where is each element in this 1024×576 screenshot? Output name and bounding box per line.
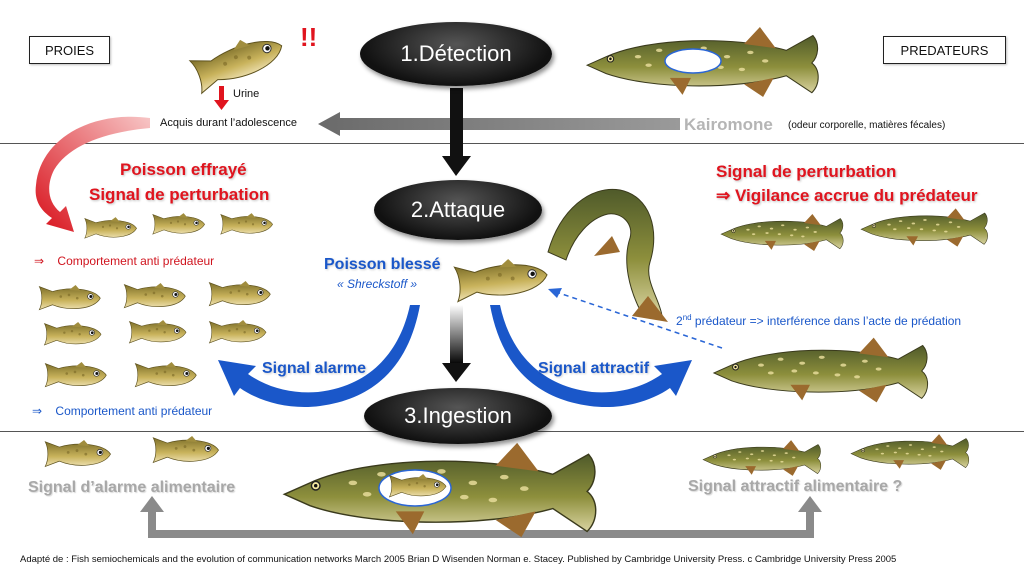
anti-predator-row-1: ⇒ Comportement anti prédateur [34, 254, 214, 268]
left-disturbance-label: Signal de perturbation [89, 185, 270, 204]
gray-up-arrow-icon [140, 496, 822, 538]
prey-label: PROIES [29, 36, 110, 64]
anti-predator-label-1: Comportement anti prédateur [57, 254, 215, 268]
second-predator-sup: nd [682, 313, 692, 322]
step-detection: 1.Détection [360, 22, 552, 86]
vigilance-row: ⇒ Vigilance accrue du prédateur [716, 186, 977, 206]
exclamation-mark: !! [300, 22, 318, 52]
blue-arrow-icon [218, 288, 723, 408]
step-ingestion: 3.Ingestion [364, 388, 552, 444]
red-arrow-icon [214, 86, 229, 110]
black-arrow-icon [442, 88, 471, 382]
anti-predator-label-2: Comportement anti prédateur [55, 404, 213, 418]
gray-arrow-icon [318, 112, 680, 136]
arrow-glyph: ⇒ [32, 404, 43, 418]
attacking-pike-icon [547, 188, 668, 322]
alarm-signal-label: Signal alarme [262, 360, 367, 377]
citation: Adapté de : Fish semiochemicals and the … [20, 554, 897, 565]
anti-predator-row-2: ⇒ Comportement anti prédateur [32, 404, 212, 418]
food-alarm-label: Signal d’alarme alimentaire [28, 479, 236, 496]
red-curve-arrow-icon [35, 116, 150, 232]
urine-label: Urine [233, 88, 260, 100]
scared-fish-label: Poisson effrayé [120, 160, 247, 179]
arrow-glyph: ⇒ [716, 186, 731, 205]
food-attractive-label: Signal attractif alimentaire ? [688, 478, 903, 495]
predators-label: PREDATEURS [883, 36, 1006, 64]
second-predator-number: 2 [676, 314, 683, 328]
second-predator-label: 2nd prédateur => interférence dans l’act… [676, 313, 961, 328]
injured-fish-label: Poisson blessé [324, 256, 441, 273]
step-attack: 2.Attaque [374, 180, 542, 240]
kairomone-note: (odeur corporelle, matières fécales) [788, 120, 946, 131]
right-disturbance-label: Signal de perturbation [716, 162, 897, 181]
section-divider-top [0, 143, 1024, 144]
kairomone-label: Kairomone [684, 115, 773, 134]
acquired-label: Acquis durant l’adolescence [160, 117, 297, 129]
attractive-signal-label: Signal attractif [538, 360, 650, 377]
vigilance-label: Vigilance accrue du prédateur [734, 186, 978, 205]
second-predator-text: prédateur => interférence dans l’acte de… [691, 314, 962, 328]
schreckstoff-label: « Shreckstoff » [337, 277, 418, 291]
arrow-glyph: ⇒ [34, 254, 45, 268]
